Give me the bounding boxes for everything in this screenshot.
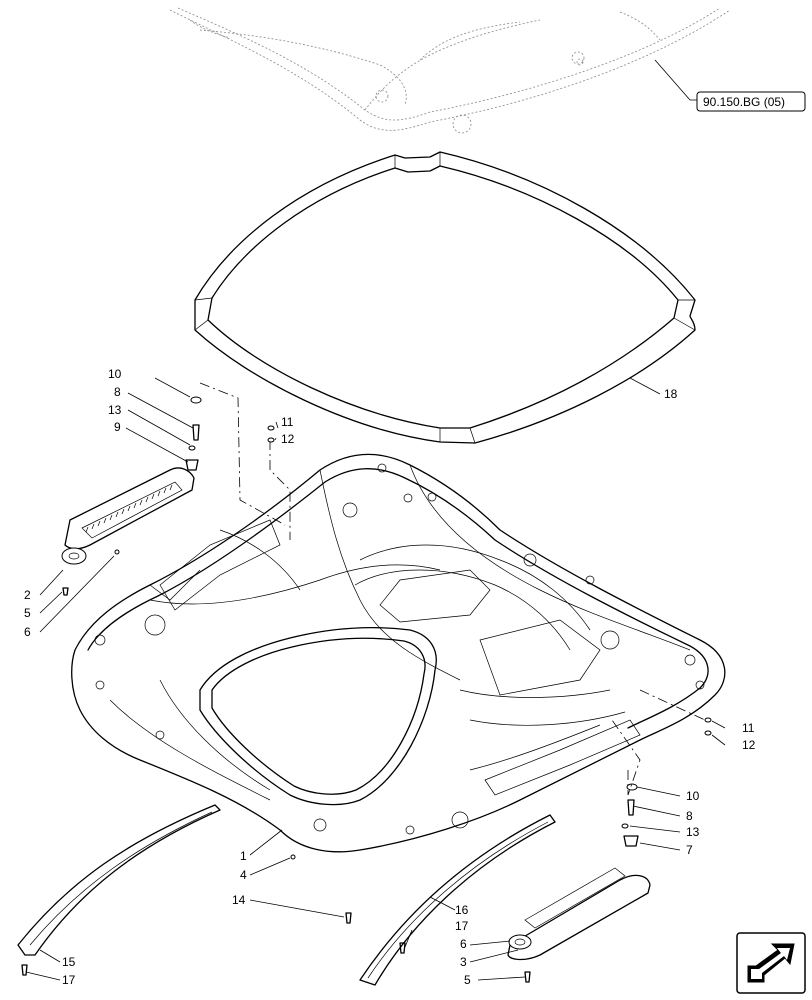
right-fasteners (621, 717, 712, 847)
reference-box[interactable]: 90.150.BG (05) (696, 91, 806, 112)
leader-lines (25, 377, 726, 981)
alignment-line-right-2 (639, 689, 706, 721)
nut-12-left (267, 437, 275, 443)
left-fasteners (62, 396, 202, 596)
callout-12-left: 12 (281, 432, 295, 446)
callout-16: 16 (455, 903, 469, 917)
callout-17-left: 17 (62, 973, 76, 987)
callout-5-right: 5 (464, 973, 471, 987)
callout-18: 18 (664, 387, 678, 401)
callout-11-left: 11 (281, 415, 294, 429)
callout-8-left: 8 (114, 385, 121, 399)
reference-box-label: 90.150.BG (05) (703, 95, 785, 109)
callout-8-right: 8 (686, 809, 693, 823)
leader-18 (629, 377, 661, 395)
callout-10-right: 10 (686, 789, 700, 803)
seal-gasket (194, 151, 696, 444)
screw-14 (345, 912, 352, 924)
alignment-line-right (611, 719, 641, 796)
callout-6-right: 6 (460, 937, 467, 951)
roof-panel (71, 453, 726, 853)
arrow-icon[interactable] (736, 932, 806, 994)
callout-12-right: 12 (742, 738, 756, 752)
alignment-line-left-2 (269, 440, 291, 540)
fastener-4 (290, 854, 296, 860)
callout-17-right: 17 (455, 919, 469, 933)
callout-3: 3 (460, 955, 467, 969)
callout-2: 2 (24, 588, 31, 602)
headliner-reference-part (169, 7, 731, 134)
reference-leader (654, 59, 697, 101)
callout-15: 15 (62, 955, 76, 969)
callout-4: 4 (240, 868, 247, 882)
left-trim-strip (17, 804, 221, 976)
callout-13-right: 13 (686, 825, 700, 839)
callout-14: 14 (232, 893, 246, 907)
callouts: 10 8 13 9 2 5 6 11 12 18 11 12 10 8 13 7… (24, 367, 756, 987)
callout-1: 1 (240, 849, 247, 863)
callout-9: 9 (114, 420, 121, 434)
callout-10-left: 10 (108, 367, 122, 381)
alignment-line-left (199, 382, 286, 526)
left-air-vent (61, 467, 195, 565)
washer-11-left (267, 425, 275, 431)
callout-11-right: 11 (742, 721, 755, 735)
right-air-vent (507, 867, 651, 983)
callout-5-left: 5 (24, 606, 31, 620)
callout-13-left: 13 (108, 403, 122, 417)
callout-7: 7 (686, 843, 693, 857)
callout-6-left: 6 (24, 625, 31, 639)
right-trim-strip (359, 814, 556, 986)
